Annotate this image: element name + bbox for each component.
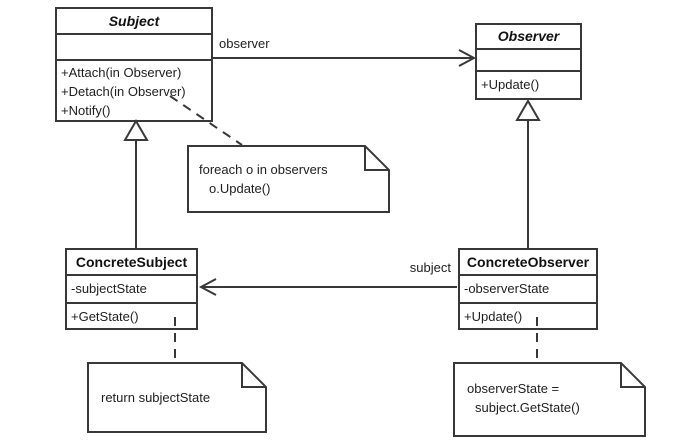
association-label-subject: subject [409,260,451,275]
class-method: +Detach(in Observer) [61,84,186,99]
association-label-observer: observer [219,36,270,51]
note-shape-icon [453,362,646,437]
open-arrowhead-icon [198,278,217,296]
note-observerstate: observerState = subject.GetState() [453,362,646,437]
class-methods-concretesubject: +GetState() [67,304,196,328]
note-text-line: foreach o in observers [199,162,328,177]
hollow-triangle-icon [515,99,541,121]
generalization-concretesubject-subject [123,119,149,249]
note-shape-icon [187,145,390,213]
class-method: +Attach(in Observer) [61,65,182,80]
class-attribute: -observerState [464,281,550,296]
class-methods-observer: +Update() [477,72,580,98]
class-method: +GetState() [71,309,139,324]
class-title-concreteobserver: ConcreteObserver [460,250,596,276]
open-arrowhead-icon [458,49,477,67]
class-method: +Update() [464,309,523,324]
note-foreach: foreach o in observers o.Update() [187,145,390,213]
class-attributes-concreteobserver: -observerState [460,276,596,304]
class-methods-concreteobserver: +Update() [460,304,596,328]
class-box-subject: Subject +Attach(in Observer) +Detach(in … [55,7,213,122]
note-text-line: o.Update() [209,181,271,196]
note-shape-icon [87,362,267,433]
association-observer-arrow [213,49,477,67]
hollow-triangle-icon [123,119,149,141]
class-box-concretesubject: ConcreteSubject -subjectState +GetState(… [65,248,198,330]
note-text-line: subject.GetState() [475,400,580,415]
class-box-observer: Observer +Update() [475,23,582,100]
class-title-observer: Observer [477,25,580,50]
class-attributes-observer [477,50,580,72]
class-attributes-subject [57,35,211,61]
generalization-concreteobserver-observer [515,99,541,249]
class-method: +Update() [481,77,540,92]
note-text-line: return subjectState [101,390,211,405]
class-methods-subject: +Attach(in Observer) +Detach(in Observer… [57,61,211,120]
class-attributes-concretesubject: -subjectState [67,276,196,304]
class-title-concretesubject: ConcreteSubject [67,250,196,276]
note-text-line: observerState = [467,381,560,396]
class-method: +Notify() [61,103,111,118]
association-subject-arrow [198,278,457,296]
class-title-subject: Subject [57,9,211,35]
class-box-concreteobserver: ConcreteObserver -observerState +Update(… [458,248,598,330]
note-return-subjectstate: return subjectState [87,362,267,433]
class-attribute: -subjectState [71,281,147,296]
